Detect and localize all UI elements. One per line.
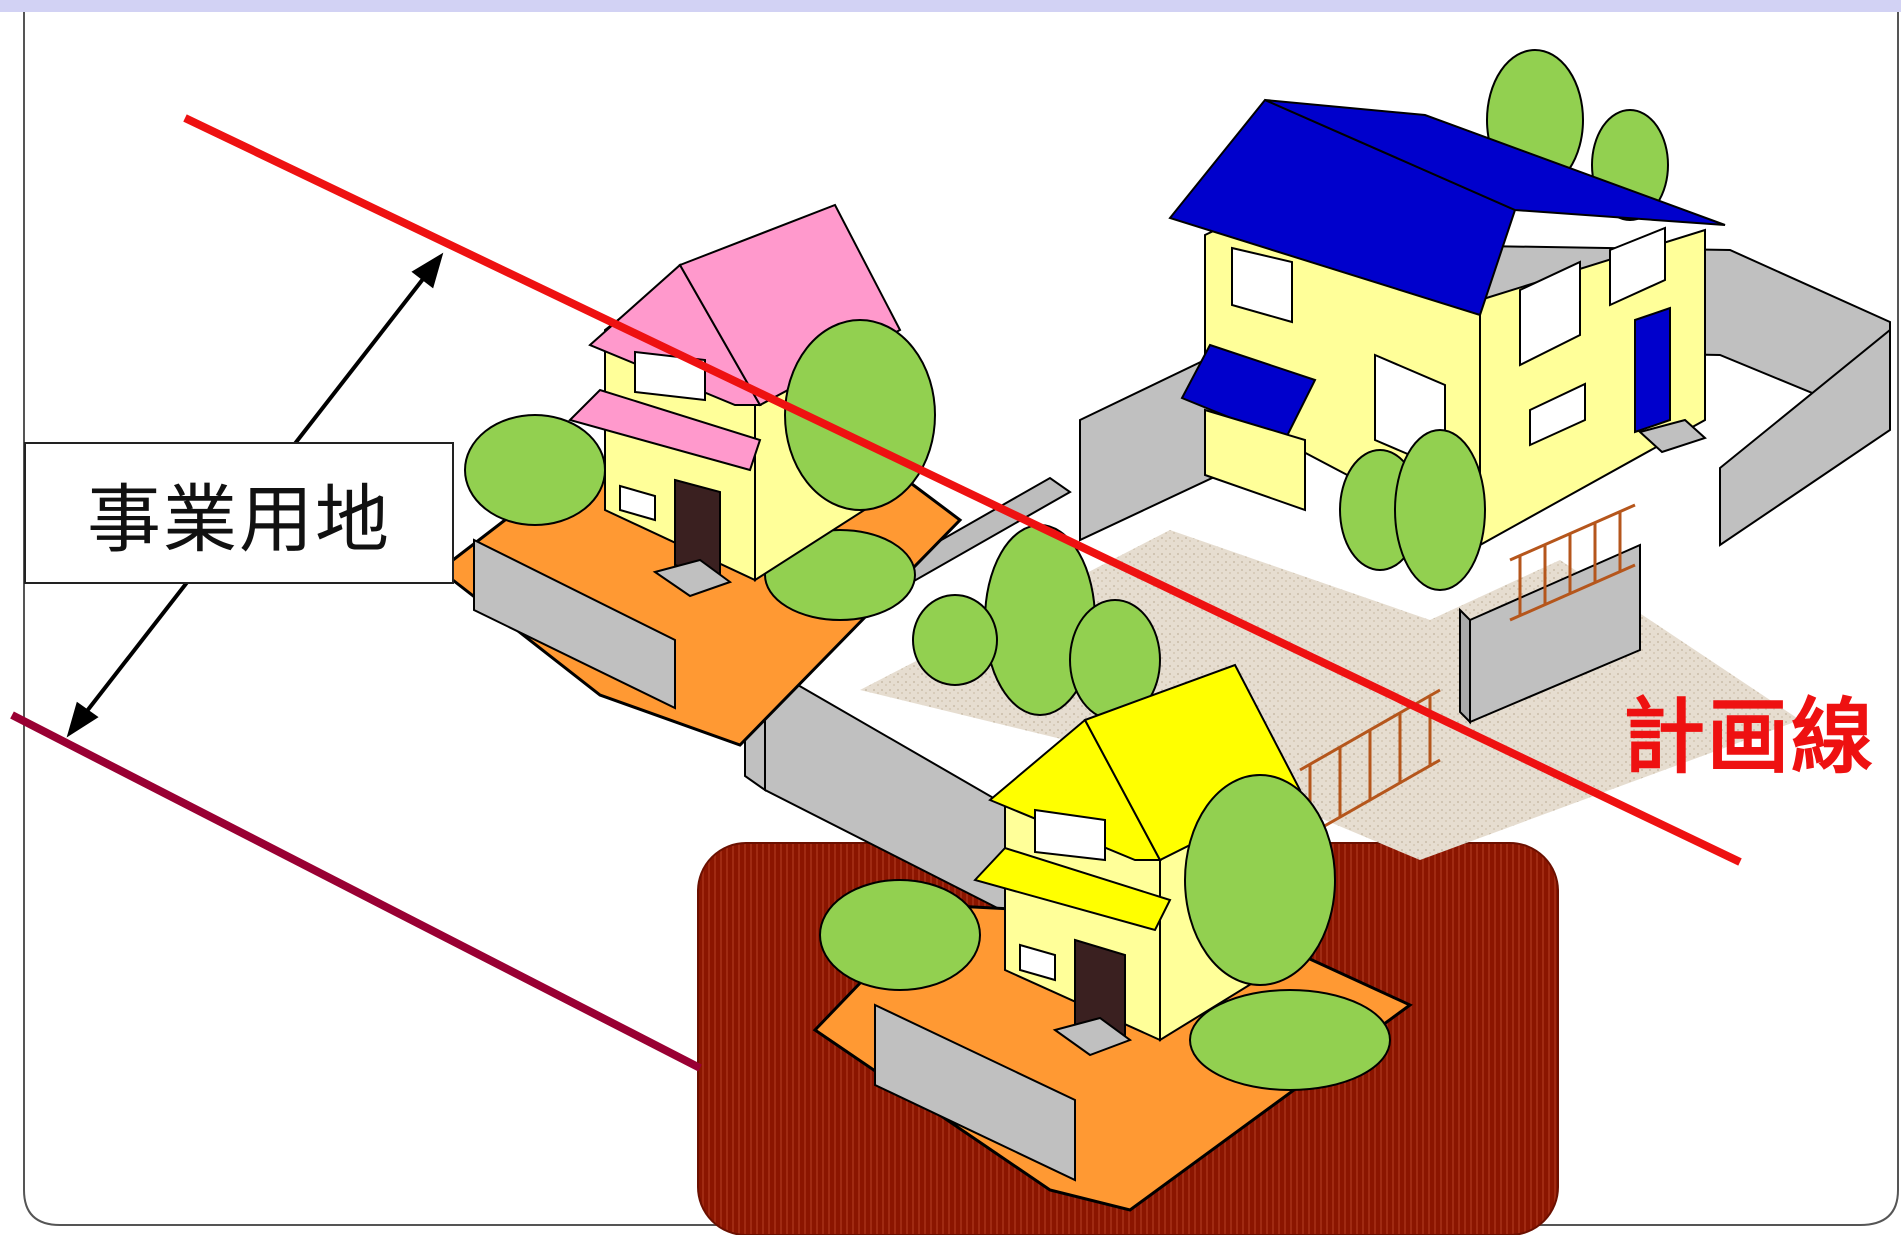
pink-awning: [568, 388, 762, 472]
plan-line-label: 計画線: [1623, 690, 1876, 785]
yellow-house-step: [1052, 1016, 1133, 1057]
road-boundary-line: [10, 711, 702, 1072]
right-wall: [1719, 327, 1891, 547]
blue-house: [1168, 49, 1726, 591]
yellow-lot-wall: [874, 1003, 1076, 1182]
pink-house-window-lower: [619, 484, 656, 522]
pink-lot-shrubs: [464, 414, 916, 621]
yellow-house-window-lower: [1019, 943, 1056, 982]
project-land-label: 事業用地: [24, 442, 454, 584]
yellow-house-window-upper: [1034, 808, 1106, 862]
yellow-lot-shrubs: [819, 879, 1391, 1091]
blue-roof-side: [1264, 99, 1726, 226]
header-band: [0, 0, 1901, 12]
yard-trees: [912, 524, 1161, 721]
pink-house-lot: [437, 203, 963, 747]
blue-house-entry: [1204, 408, 1306, 512]
yellow-awning: [973, 846, 1172, 932]
yellow-house-lot: [812, 663, 1413, 1212]
arrow-head-top: [411, 252, 444, 289]
gate-wall-left: [1459, 607, 1471, 725]
blue-house-door: [1634, 306, 1671, 434]
pink-house-step: [652, 558, 733, 598]
pink-lot-wall: [473, 538, 676, 710]
blue-house-front-trees: [1339, 429, 1486, 591]
arrow-head-bottom: [66, 701, 99, 738]
yellow-house-trees: [1184, 774, 1336, 986]
blue-house-step: [1637, 418, 1707, 454]
fence-right: [1509, 503, 1636, 622]
plan-line: [183, 114, 1742, 866]
